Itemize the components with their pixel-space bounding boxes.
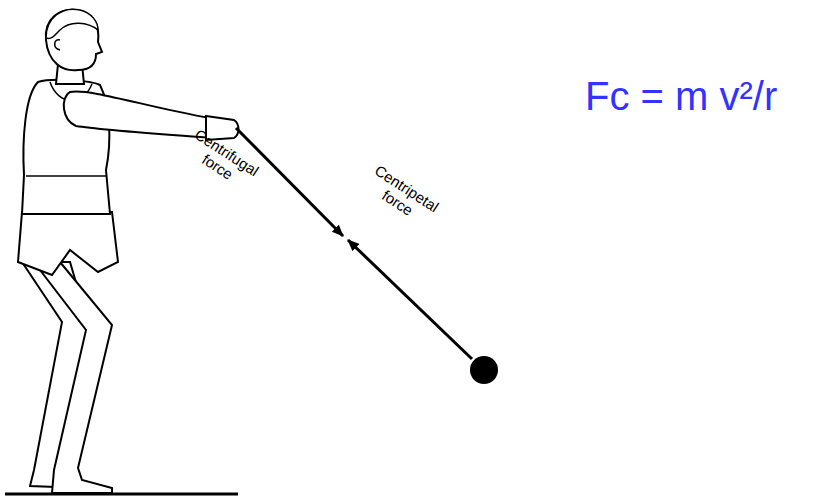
hammer-ball <box>470 356 498 384</box>
centripetal-arrow <box>348 240 472 359</box>
arm <box>64 91 212 138</box>
ear <box>55 40 60 50</box>
force-label: Centripetal force <box>358 159 446 232</box>
centrifugal-arrow <box>236 128 343 236</box>
shirt-hem <box>26 175 106 177</box>
head <box>46 10 102 71</box>
formula: Fc = m v²/r <box>585 74 777 118</box>
ground-line <box>5 493 238 496</box>
shorts <box>18 212 118 275</box>
front-leg <box>40 262 112 493</box>
hair <box>46 9 98 38</box>
